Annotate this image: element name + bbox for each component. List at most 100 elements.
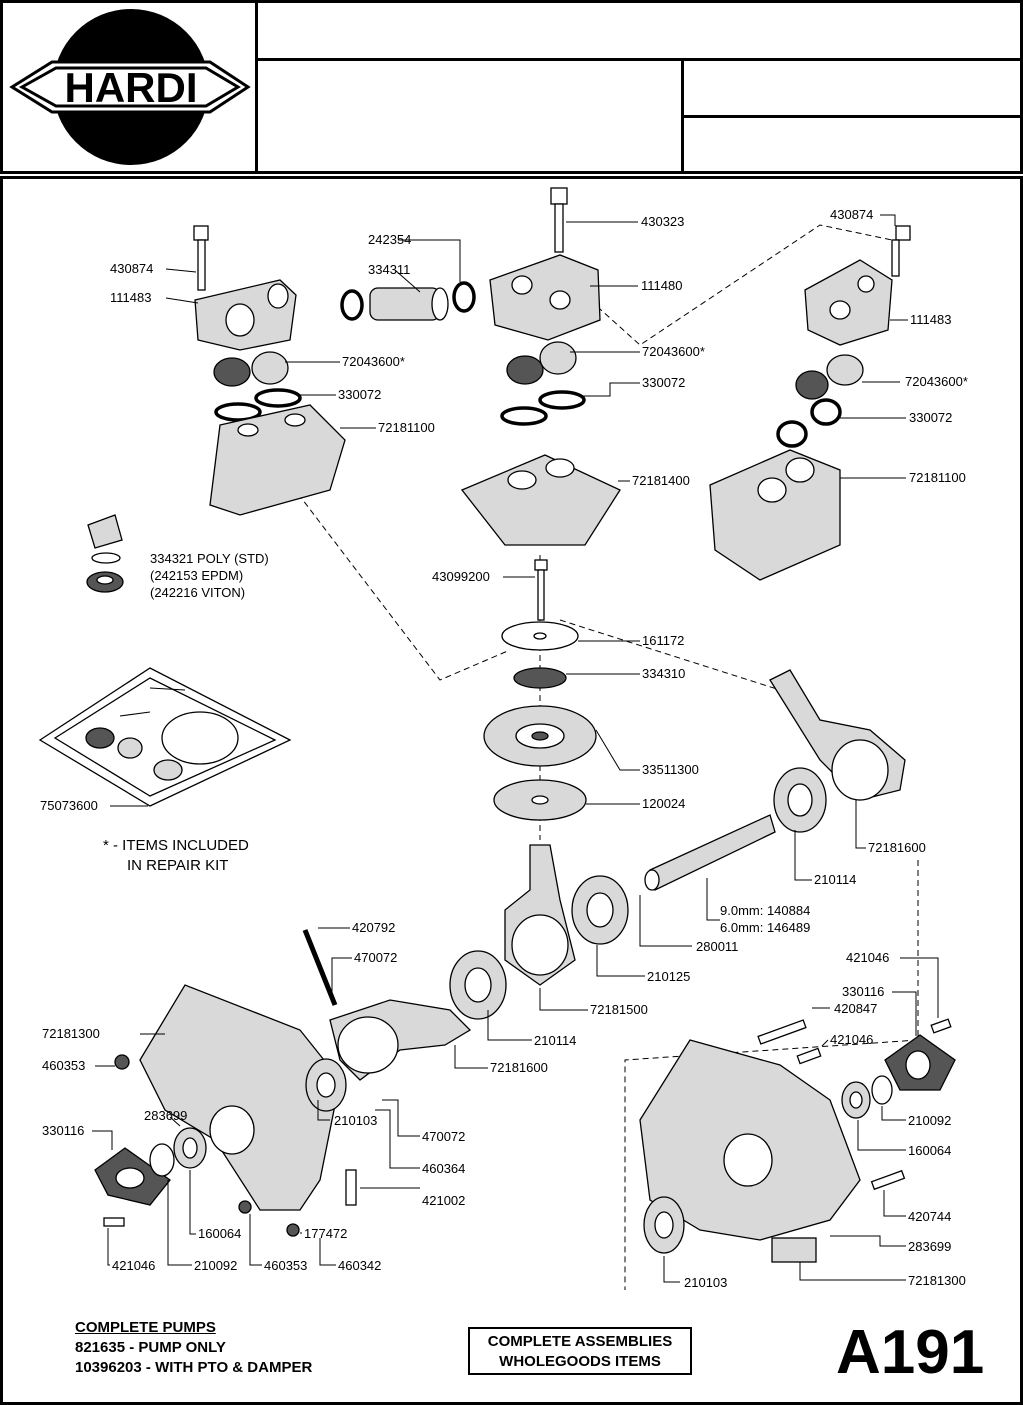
label-430323: 430323 [641,214,684,229]
label-421002: 421002 [422,1193,465,1208]
label-72181500: 72181500 [590,1002,648,1017]
diaphragm-washer-161172 [501,621,579,651]
label-valve-epdm: (242153 EPDM) [150,568,243,583]
label-283699-right: 283699 [908,1239,951,1254]
left-valve-head-111483 [194,279,297,351]
repair-kit-note-line2: IN REPAIR KIT [127,857,229,874]
left-cylinder-72181100 [209,404,346,516]
right-cylinder-72181100 [709,449,841,581]
label-210114-lower: 210114 [534,1033,576,1048]
label-420792: 420792 [352,920,395,935]
label-330116-right: 330116 [842,984,884,999]
left-bearing-210103 [305,1058,347,1112]
label-334310: 334310 [642,666,685,681]
label-43099200: 43099200 [432,569,490,584]
label-72181300-left: 72181300 [42,1026,100,1041]
o-ring-330072-center-a [500,406,548,426]
alignment-line [624,860,919,1290]
label-valve-viton: (242216 VITON) [150,585,245,600]
leader-lines [92,214,939,1283]
bolt-421002 [345,1169,357,1206]
o-ring-330072-center-b [538,390,586,410]
label-334311: 334311 [368,262,410,277]
manifold-tube-334311 [369,287,449,321]
left-seal-160064 [173,1127,207,1169]
o-ring-242354-right [452,281,476,313]
center-valve-head-111480 [489,254,601,341]
complete-assemblies-box: COMPLETE ASSEMBLIES WHOLEGOODS ITEMS [468,1327,692,1375]
label-160064-left: 160064 [198,1226,241,1241]
label-161172: 161172 [642,633,684,648]
hardi-logo: HARDI [9,9,251,165]
label-72181300-right: 72181300 [908,1273,966,1288]
bolt-421046-left [103,1217,125,1227]
label-72043600-left: 72043600* [342,354,405,369]
diaphragm-33511300 [483,705,597,767]
repair-kit-note-line1: * - ITEMS INCLUDED [103,837,249,854]
label-72181100-right: 72181100 [909,470,966,485]
header-cell-4 [681,115,1023,174]
label-460353-left: 460353 [42,1058,85,1073]
label-72043600-mid: 72043600* [642,344,705,359]
label-330072-left: 330072 [338,387,381,402]
right-seal-210092 [871,1075,893,1105]
assy-line1: COMPLETE ASSEMBLIES [487,1333,673,1350]
center-cylinder-72181400 [460,454,621,546]
upper-conrod-72181600 [769,669,906,801]
crankshaft [644,814,776,891]
label-111483-right: 111483 [910,312,951,327]
left-valves [213,351,289,387]
label-421046-right-mid: 421046 [830,1032,873,1047]
with-pto-line: 10396203 - WITH PTO & DAMPER [75,1359,313,1376]
left-seal-330116 [94,1147,171,1206]
right-head-bolt [891,225,911,277]
center-bolt-43099200 [534,559,548,621]
label-111480: 111480 [641,278,682,293]
nut-460353-bottom [238,1200,252,1214]
label-420744: 420744 [908,1209,951,1224]
label-460353-bottom: 460353 [264,1258,307,1273]
bolt-420744 [870,1169,906,1191]
label-75073600: 75073600 [40,798,98,813]
label-shaft-9mm: 9.0mm: 140884 [720,903,810,918]
label-210125: 210125 [647,969,690,984]
drawing-frame [0,176,1023,1405]
label-330116-left: 330116 [42,1123,84,1138]
label-shaft-6mm: 6.0mm: 146489 [720,920,810,935]
left-housing-72181300 [139,984,341,1211]
label-210103-left: 210103 [334,1113,377,1128]
label-421046-left: 421046 [112,1258,155,1273]
label-460364: 460364 [422,1161,465,1176]
label-120024: 120024 [642,796,685,811]
alignment-line [279,469,511,681]
page-code: A191 [836,1318,985,1387]
label-460342: 460342 [338,1258,381,1273]
logo-text: HARDI [65,64,198,111]
o-ring-330072-left-a [214,402,262,422]
nut-460353-left [114,1054,130,1070]
o-ring-330072-right-a [776,420,808,448]
label-242354: 242354 [368,232,411,247]
label-160064-right: 160064 [908,1143,951,1158]
right-bearing-210103 [643,1196,685,1254]
label-72181400: 72181400 [632,473,690,488]
label-210092-left: 210092 [194,1258,237,1273]
label-177472: 177472 [304,1226,347,1241]
label-111483-left: 111483 [110,290,151,305]
repair-kit-note: * - ITEMS INCLUDED IN REPAIR KIT [103,836,249,876]
right-valve-head-111483 [804,259,893,346]
label-283699-left: 283699 [144,1108,187,1123]
label-470072-bottom: 470072 [422,1129,465,1144]
conrod-72181500 [504,844,576,986]
complete-pumps-block: COMPLETE PUMPS 821635 - PUMP ONLY 103962… [75,1318,312,1378]
label-421046-right-top: 421046 [846,950,889,965]
valve-detail-334321 [86,514,124,593]
alignment-line [589,224,893,346]
o-ring-242354-left [340,289,364,321]
bolt-420847 [757,1019,807,1045]
bearing-210114-lower [449,950,507,1020]
label-430874-right: 430874 [830,207,873,222]
left-head-bolt [193,225,209,291]
o-ring-330072-right-b [810,398,842,426]
label-330072-right: 330072 [909,410,952,425]
